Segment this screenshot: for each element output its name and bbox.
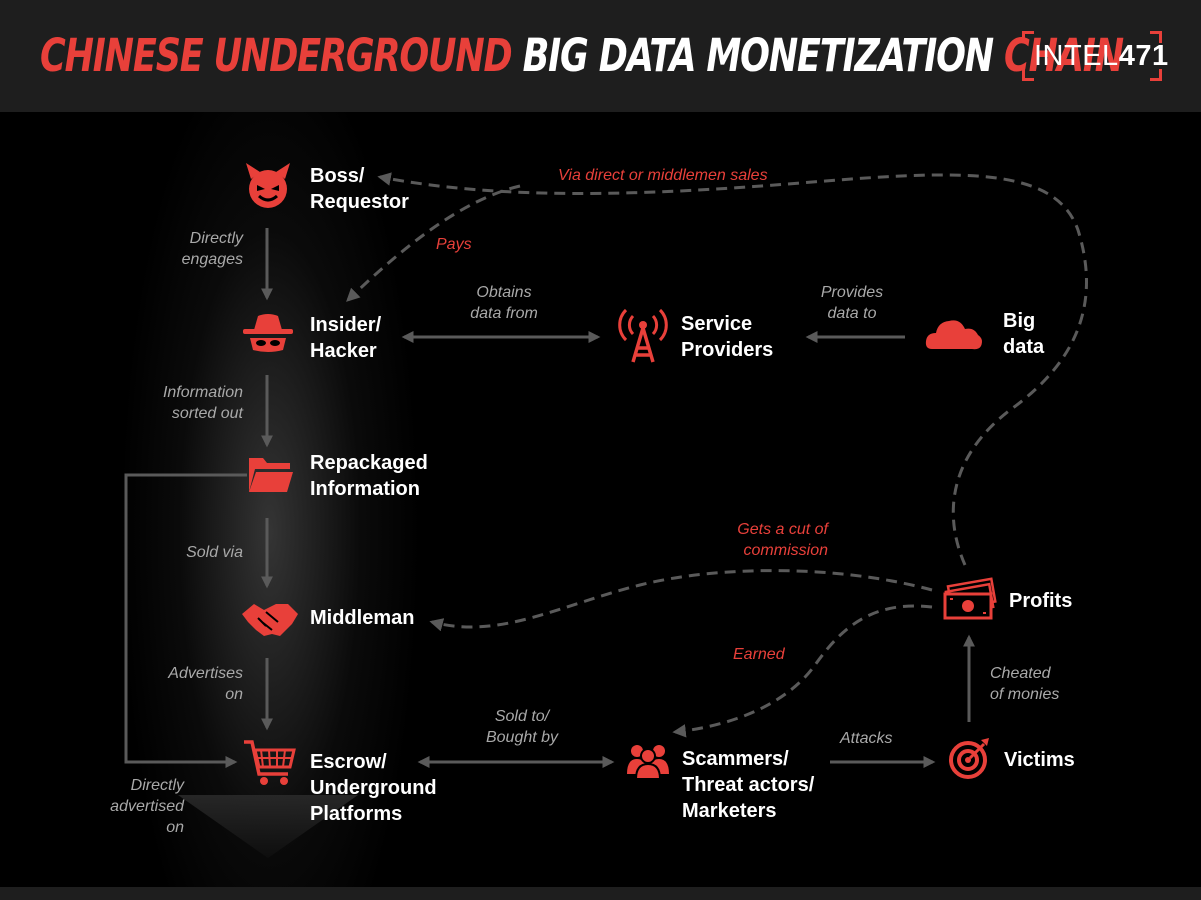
title-part-1: CHINESE UNDERGROUND — [40, 29, 513, 82]
node-profits-label: Profits — [1009, 590, 1073, 612]
money-stack-icon — [943, 577, 997, 620]
logo-bracket-tl — [1022, 31, 1034, 43]
edge-label-sold-to: Sold to/ Bought by — [485, 708, 559, 746]
node-repackaged-label: Repackaged Information — [310, 452, 428, 500]
edge-label-obtains-data: Obtains data from — [470, 284, 538, 322]
shopping-cart-icon — [244, 740, 296, 785]
logo-text-bold: 471 — [1118, 40, 1169, 72]
node-insider-label: Insider/ Hacker — [310, 314, 382, 362]
folder-icon — [249, 458, 293, 492]
intel471-logo: INTEL471 — [1022, 31, 1168, 81]
edge-label-cut-commission: Gets a cut of commission — [737, 521, 828, 559]
title-part-2: BIG DATA MONETIZATION — [522, 29, 995, 82]
logo-text-light: INTEL — [1034, 40, 1119, 72]
node-service-label: Service Providers — [681, 313, 774, 361]
edge-label-pays: Pays — [436, 236, 472, 253]
logo-bracket-bl — [1022, 69, 1034, 81]
antenna-tower-icon — [618, 308, 668, 363]
devil-face-icon — [246, 163, 290, 208]
edge-label-earned: Earned — [733, 646, 785, 663]
node-boss-label: Boss/ Requestor — [310, 165, 409, 213]
node-victims-label: Victims — [1004, 749, 1075, 771]
header-bar: CHINESE UNDERGROUND BIG DATA MONETIZATIO… — [0, 0, 1201, 112]
logo-text: INTEL471 — [1034, 38, 1169, 74]
dashed-to-insider — [346, 184, 521, 302]
spy-hat-icon — [243, 314, 293, 352]
cloud-icon — [925, 320, 982, 350]
edge-label-directly-engages: Directly engages — [181, 230, 243, 268]
edge-label-provides-data: Provides data to — [820, 284, 884, 322]
edge-label-sold-via: Sold via — [186, 544, 243, 561]
edge-label-information-sorted: Information sorted out — [162, 384, 243, 422]
bottom-bar — [0, 887, 1201, 900]
handshake-icon — [242, 604, 298, 636]
arrow-repackaged-escrow-direct — [124, 473, 247, 768]
node-bigdata-label: Big data — [1003, 310, 1045, 358]
node-escrow-label: Escrow/ Underground Platforms — [310, 751, 437, 825]
dashed-profits-to-middleman — [429, 569, 933, 632]
edge-label-directly-advertised: Directly advertised on — [110, 777, 184, 836]
group-people-icon — [627, 745, 669, 780]
dashed-profits-to-boss — [377, 172, 1088, 566]
logo-bracket-tr — [1150, 31, 1162, 43]
edge-label-via-direct: Via direct or middlemen sales — [558, 167, 768, 184]
node-scammers-label: Scammers/ Threat actors/ Marketers — [682, 748, 815, 822]
node-middleman-label: Middleman — [310, 607, 415, 629]
target-icon — [949, 738, 989, 779]
bottom-chevron — [178, 795, 358, 858]
edge-label-cheated: Cheated of monies — [990, 665, 1060, 703]
page-title: CHINESE UNDERGROUND BIG DATA MONETIZATIO… — [40, 28, 1124, 84]
edge-label-advertises-on: Advertises on — [168, 665, 243, 703]
edge-label-attacks: Attacks — [840, 730, 893, 747]
logo-bracket-br — [1150, 69, 1162, 81]
dashed-profits-to-scammers — [672, 604, 933, 738]
